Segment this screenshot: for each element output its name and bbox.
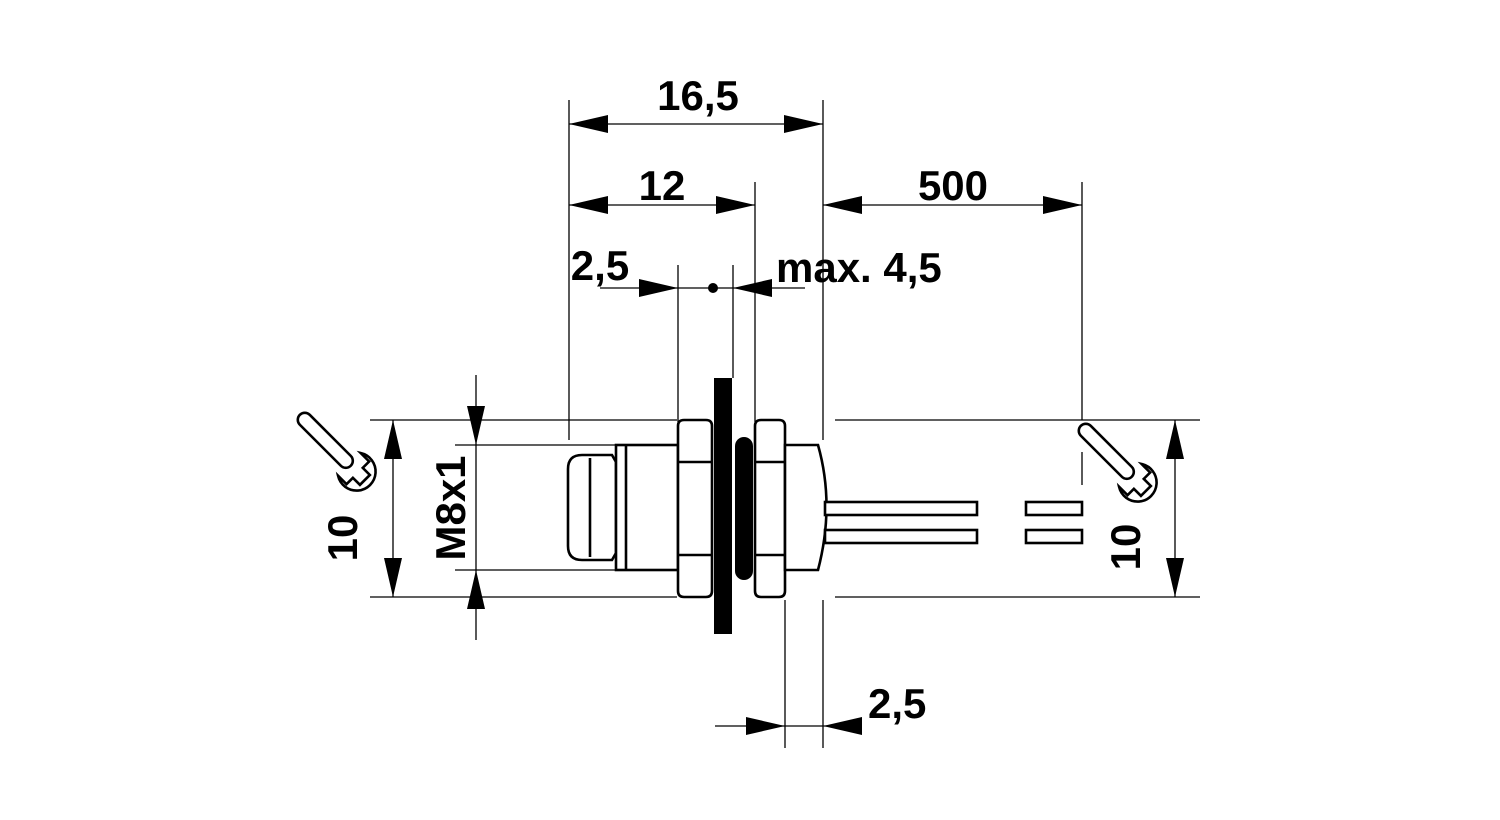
panel bbox=[714, 378, 732, 634]
plug-tip bbox=[566, 453, 618, 562]
label-thread: M8x1 bbox=[427, 455, 474, 560]
front-hex-nut bbox=[676, 418, 714, 599]
cable-break-symbol bbox=[1024, 500, 1084, 545]
label-panel-thickness: max. 4,5 bbox=[776, 244, 942, 291]
rear-body bbox=[783, 443, 828, 572]
connector-body bbox=[566, 378, 1084, 634]
label-wrench-size-right: 10 bbox=[1102, 524, 1149, 571]
label-housing-length: 12 bbox=[639, 162, 686, 209]
wrench-icon bbox=[1077, 422, 1158, 503]
wrench-icon bbox=[296, 411, 377, 492]
label-overall-length: 16,5 bbox=[657, 72, 739, 119]
extension-lines bbox=[370, 100, 1200, 748]
o-ring bbox=[735, 437, 753, 580]
label-wrench-size-left: 10 bbox=[319, 515, 366, 562]
label-cable-length: 500 bbox=[918, 162, 988, 209]
dimension-lines bbox=[384, 115, 1184, 735]
rear-hex-nut bbox=[753, 418, 787, 599]
label-nut-width: 2,5 bbox=[571, 242, 629, 289]
wire-lower bbox=[823, 528, 979, 545]
wire-upper bbox=[823, 500, 979, 517]
label-rear-offset: 2,5 bbox=[868, 680, 926, 727]
